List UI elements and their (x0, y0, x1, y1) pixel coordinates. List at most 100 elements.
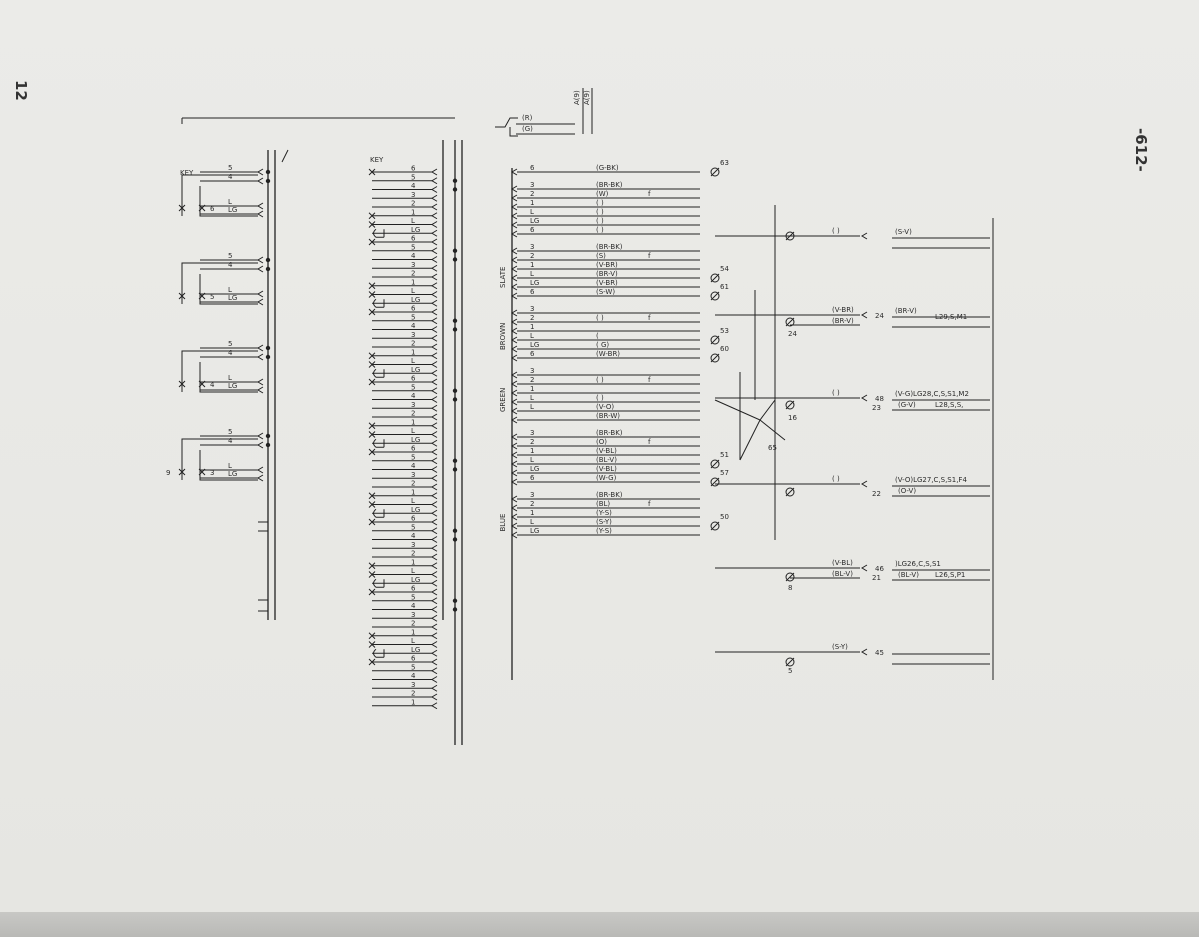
junction-dot (265, 442, 271, 448)
left-key-pin: 5 (228, 340, 232, 348)
connector-chevron (511, 194, 518, 202)
fuse-mark: f (648, 190, 651, 198)
left-key-pin: L (228, 462, 232, 470)
key-contact-cross (368, 361, 376, 368)
group-pin: 1 (530, 447, 534, 455)
group-pin: 3 (530, 491, 534, 499)
connector-chevron (431, 614, 438, 622)
terminal-slash (785, 657, 795, 667)
center-pin-label: 2 (411, 550, 415, 558)
connector-chevron (431, 203, 438, 211)
key-contact-cross (198, 380, 206, 388)
center-pin-label: L (411, 287, 415, 295)
group-name: SLATE (499, 267, 507, 288)
center-pin-label: 2 (411, 410, 415, 418)
output-label: (S-V) (895, 228, 912, 236)
output-terminal-num: 48 (875, 395, 884, 403)
group-pin: 2 (530, 252, 534, 260)
connector-chevron (511, 495, 518, 503)
key-contact-cross (368, 221, 376, 228)
terminal-number: 60 (720, 345, 729, 353)
terminal-number: 54 (720, 265, 729, 273)
key-loop (199, 186, 258, 217)
group-wire-color: (V-BL) (596, 465, 617, 473)
connector-chevron (511, 380, 518, 388)
key-contact-cross (178, 380, 186, 388)
group-wire-color: ( (596, 332, 599, 340)
terminal-number: 57 (720, 469, 729, 477)
center-lamp (373, 368, 385, 378)
connector-chevron (511, 283, 518, 291)
group-wire-color: ( ) (596, 217, 604, 225)
center-pin-label: LG (411, 366, 420, 374)
group-pin: 1 (530, 509, 534, 517)
terminal-slash (710, 459, 720, 469)
group-pin: 6 (530, 164, 535, 172)
group-pin: 6 (530, 350, 535, 358)
center-pin-label: 6 (411, 445, 416, 453)
connector-chevron (431, 553, 438, 561)
center-pin-label: 1 (411, 488, 415, 496)
fuse-mark: f (648, 252, 651, 260)
output-wire-color: (BR-V) (832, 317, 854, 325)
connector-chevron (431, 378, 438, 386)
center-pin-label: LG (411, 296, 420, 304)
center-pin-label: LG (411, 576, 420, 584)
lead-vertical-label: A(9) (573, 90, 581, 105)
lead-wire (509, 127, 518, 137)
connector-chevron (511, 309, 518, 317)
center-lamp (373, 648, 385, 658)
key-contact-cross (368, 282, 376, 290)
terminal-63 (710, 167, 720, 177)
center-pin-label: 3 (411, 541, 415, 549)
center-pin-label: 5 (411, 243, 415, 251)
center-pin-label: LG (411, 506, 420, 514)
key-contact-cross (368, 571, 376, 578)
center-pin-label: 6 (411, 235, 416, 243)
connector-chevron (257, 177, 264, 185)
connector-chevron (431, 413, 438, 421)
terminal-bottom (710, 353, 720, 363)
connector-chevron (431, 536, 438, 543)
key-label: KEY (370, 156, 384, 164)
connector-chevron (511, 407, 518, 415)
connector-chevron (511, 230, 518, 238)
fuse-mark: f (648, 314, 651, 322)
left-key-pin: 4 (228, 437, 233, 445)
key-contact-cross (368, 422, 376, 430)
key-contact-cross (198, 292, 206, 300)
group-pin: L (530, 403, 534, 411)
connector-chevron (431, 229, 438, 237)
connector-chevron (431, 343, 438, 351)
key-contact-cross (178, 468, 186, 476)
group-wire-color: (V-BR) (596, 261, 618, 269)
connector-chevron (257, 210, 264, 218)
left-key-pin: 4 (228, 261, 233, 269)
center-pin-label: 3 (411, 261, 415, 269)
center-pin-label: L (411, 217, 415, 225)
key-contact-cross (368, 448, 376, 456)
output-label: (BL-V) (898, 571, 919, 579)
center-pin-label: 6 (411, 375, 416, 383)
center-pin-label: 4 (411, 532, 416, 540)
group-pin: 6 (530, 474, 535, 482)
terminal-right (785, 317, 795, 327)
left-key-pin: LG (228, 382, 237, 390)
junction-label: 8 (788, 584, 792, 592)
fuse-mark: f (648, 376, 651, 384)
terminal-slash (785, 317, 795, 327)
arrow-tick (281, 149, 289, 163)
group-pin: 3 (530, 429, 534, 437)
connector-chevron (511, 398, 518, 406)
terminal-bottom (710, 291, 720, 301)
center-pin-label: 2 (411, 690, 415, 698)
junction-dot (452, 187, 458, 192)
connector-chevron (257, 378, 264, 386)
connector-chevron (431, 483, 438, 491)
junction-dot (452, 318, 458, 323)
connector-chevron (511, 513, 518, 521)
group-wire-color: (S) (596, 252, 606, 260)
connector-chevron (431, 431, 438, 438)
center-pin-label: 4 (411, 252, 416, 260)
center-pin-label: 1 (411, 278, 415, 286)
